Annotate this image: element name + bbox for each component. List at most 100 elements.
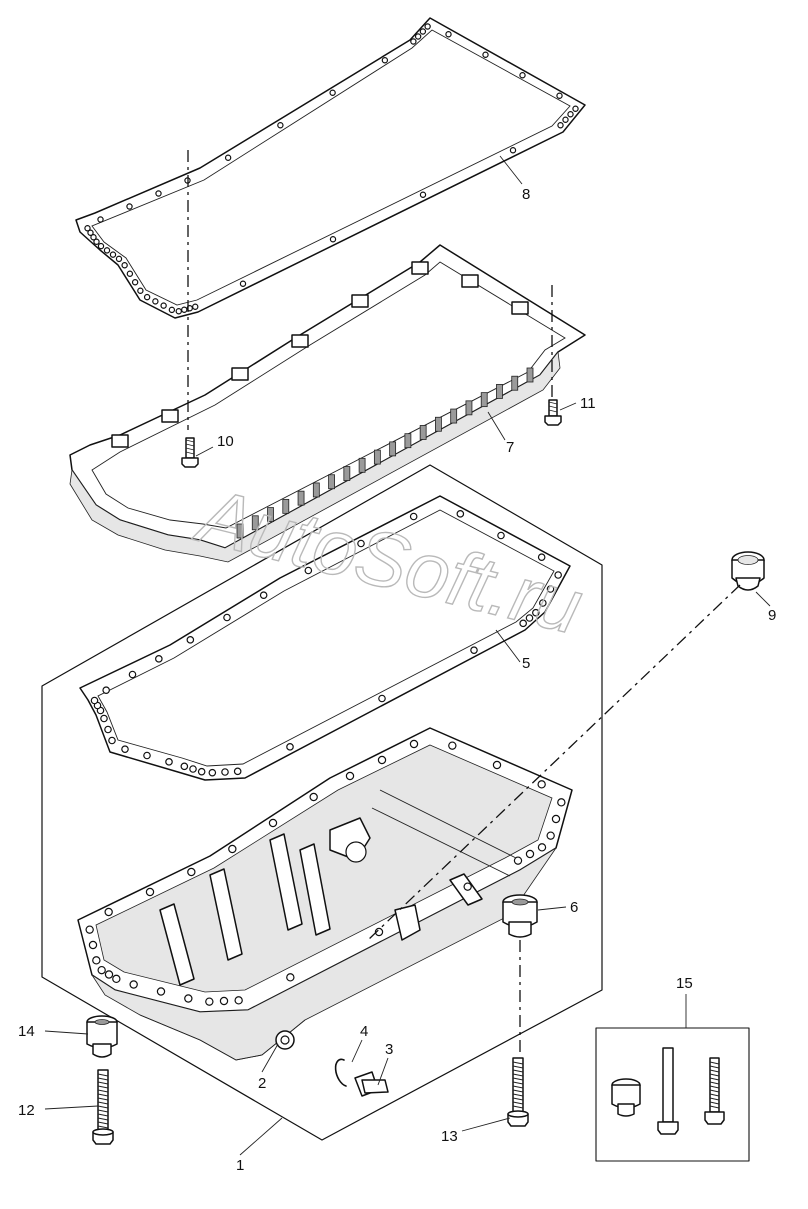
gasket-bolt-hole	[419, 28, 427, 35]
gasket-bolt-hole	[277, 122, 284, 129]
bolt-thread	[709, 1077, 720, 1081]
gasket-bolt-hole	[84, 225, 91, 232]
frame-boss	[231, 367, 249, 381]
frame-rib	[297, 490, 305, 506]
pan-bolt-hole	[537, 843, 547, 852]
frame-rib	[328, 474, 335, 490]
gasket-bolt-hole	[186, 636, 195, 644]
pan-bolt-hole	[85, 925, 94, 934]
frame-boss	[511, 301, 529, 315]
frame-boss	[461, 274, 479, 288]
gasket-bolt-hole	[143, 293, 151, 301]
gasket-bolt-hole	[180, 762, 189, 771]
gasket-bolt-hole	[155, 190, 162, 197]
frame-rib	[236, 523, 244, 539]
bolt-thread	[97, 1093, 109, 1097]
gasket-bolt-hole	[87, 229, 94, 236]
pan-bolt-hole	[525, 849, 535, 859]
bolt-10	[181, 437, 199, 468]
bolt-thread	[512, 1097, 524, 1101]
bolt-thread	[548, 409, 558, 413]
bolt-thread	[512, 1069, 524, 1073]
callout-15: 15	[676, 975, 693, 992]
gasket-bolt-hole	[189, 765, 197, 773]
leader-lines	[44, 155, 771, 1156]
gasket-bolt-hole	[155, 655, 163, 663]
gasket-bolt-hole	[304, 566, 313, 575]
callout-12: 12	[18, 1102, 35, 1119]
oil-pan	[77, 727, 573, 1061]
frame-rib	[480, 392, 488, 408]
gasket-bolt-hole	[410, 38, 417, 45]
frame-rib	[373, 449, 381, 465]
callout-3: 3	[385, 1041, 393, 1058]
callout-labels: 1 2 3 4 5 6 7 8 9 10 11 12 13 14 15	[18, 186, 776, 1174]
pan-bolt-hole	[409, 739, 419, 749]
gasket-bolt-hole	[554, 571, 562, 579]
bolt-12	[92, 1069, 114, 1145]
bolt-thread	[709, 1085, 720, 1089]
gasket-bolt-hole	[90, 696, 99, 705]
pan-bolt-hole	[286, 973, 295, 982]
callout-9: 9	[768, 607, 776, 624]
bolt-thread	[709, 1101, 720, 1105]
bolt-thread	[709, 1065, 720, 1069]
pan-bolt-hole	[268, 818, 278, 828]
callout-5: 5	[522, 655, 530, 672]
gasket-bolt-hole	[259, 591, 268, 599]
upper-gasket	[75, 17, 586, 319]
pan-bolt-hole	[92, 956, 101, 965]
gasket-bolt-hole	[102, 686, 110, 694]
isolator-14	[86, 1015, 118, 1058]
bolt-13	[507, 1057, 529, 1127]
gasket-bolt-hole	[519, 72, 526, 79]
gasket-bolt-hole	[519, 619, 527, 628]
gasket-bolt-hole	[357, 539, 365, 548]
pan-bolt-hole	[187, 867, 196, 877]
pan-bolt-hole	[156, 987, 166, 996]
frame-boss	[411, 261, 429, 275]
callout-7: 7	[506, 439, 514, 456]
gasket-bolt-hole	[381, 57, 389, 64]
gasket-bolt-hole	[424, 23, 431, 30]
bolt-thread	[97, 1085, 109, 1089]
pan-bolt-hole	[184, 994, 193, 1003]
bolt-thread	[512, 1105, 524, 1109]
bolt-thread	[97, 1109, 109, 1113]
gasket-bolt-hole	[562, 116, 569, 123]
pan-bolt-hole	[557, 798, 566, 807]
gasket-bolt-hole	[152, 298, 159, 305]
bolt-thread	[512, 1061, 524, 1065]
callout-1: 1	[236, 1157, 244, 1174]
bolt-thread	[185, 443, 195, 447]
bolt-thread	[512, 1101, 524, 1105]
plug-cap	[731, 551, 765, 591]
gasket-bolt-hole	[532, 608, 540, 617]
gasket-bolt-hole	[165, 758, 173, 766]
frame-boss	[291, 334, 309, 348]
pan-bolt-hole	[448, 741, 457, 750]
gasket-bolt-hole	[525, 614, 534, 622]
gasket-bolt-hole	[497, 531, 505, 540]
frame-rib	[496, 384, 503, 399]
gasket-bolt-hole	[419, 191, 427, 198]
frame-rib	[511, 375, 519, 391]
gasket-bolt-hole	[137, 287, 144, 294]
frame-rib	[343, 466, 351, 481]
gasket-bolt-hole	[329, 236, 337, 243]
gasket-bolt-hole	[197, 767, 206, 776]
bolt-thread	[709, 1069, 720, 1073]
gasket-bolt-hole	[115, 255, 123, 263]
gasket-bolt-hole	[224, 154, 232, 161]
pan-bolt-hole	[112, 974, 121, 984]
bolt-thread	[97, 1105, 109, 1109]
frame-rib	[465, 400, 473, 416]
bolt-thread	[185, 439, 195, 443]
callout-11: 11	[580, 395, 596, 412]
pan-bolt-hole	[345, 771, 355, 781]
frame-rib	[419, 425, 427, 440]
gasket-bolt-hole	[126, 270, 134, 277]
bolt-thread	[512, 1081, 524, 1085]
gasket-bolt-hole	[223, 613, 231, 622]
pan-bolt-hole	[205, 997, 214, 1006]
